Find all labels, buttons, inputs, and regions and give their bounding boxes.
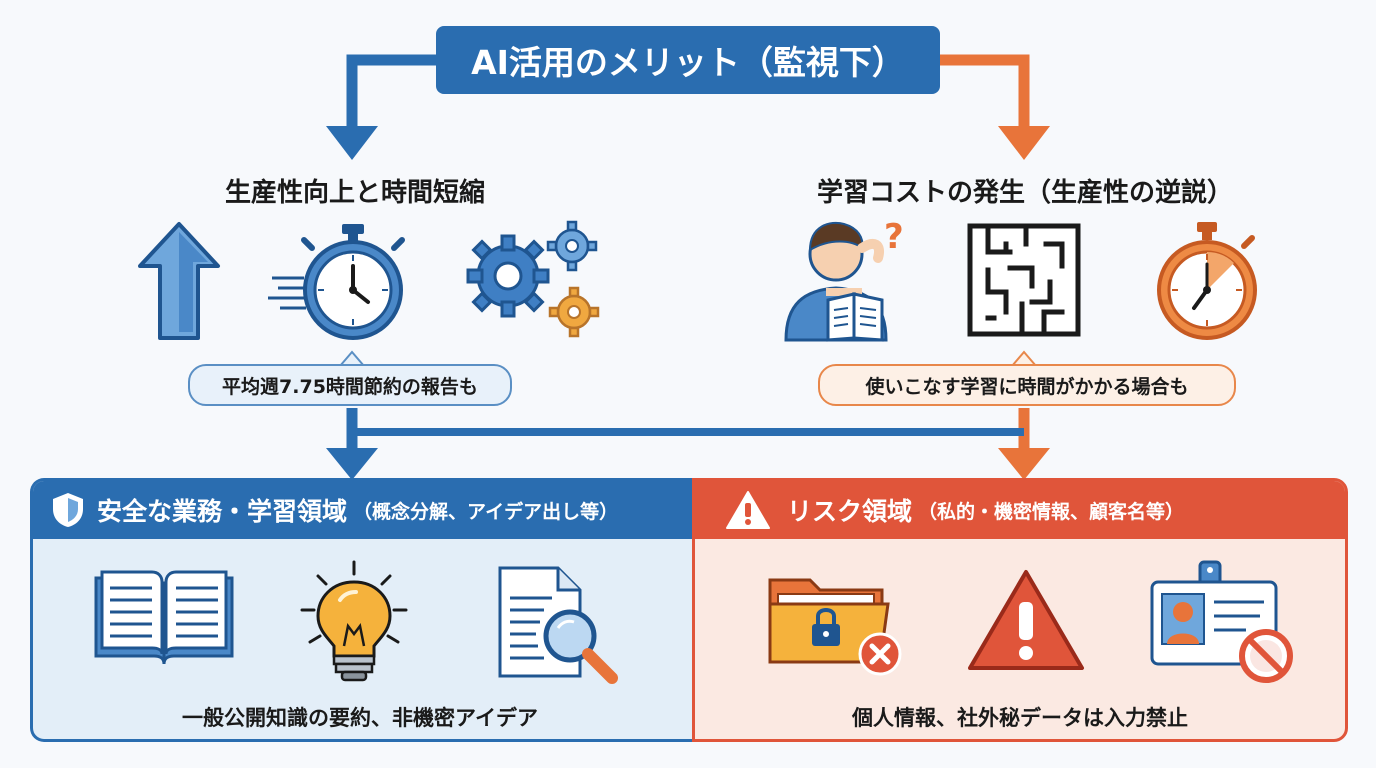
timer-icon [1157,222,1257,340]
right-bottom-arrowhead [998,448,1050,480]
right-top-arrowhead [998,126,1050,160]
risk-panel-subtitle: （私的・機密情報、顧客名等） [918,500,1185,523]
title-box: AI活用のメリット（監視下） [436,26,940,94]
svg-text:?: ? [884,217,904,257]
confused-reader-icon: ? [784,217,904,342]
id-badge-prohibited-icon [1150,560,1293,683]
left-bottom-arrowhead [326,448,378,480]
title-text: AI活用のメリット（監視下） [471,43,905,82]
risk-panel-header: リスク領域 （私的・機密情報、顧客名等） [695,481,1345,539]
document-search-icon [498,566,618,684]
safe-panel-caption: 一般公開知識の要約、非機密アイデア [182,706,538,730]
gears-icon [466,220,600,338]
warning-icon [726,491,770,529]
up-arrow-icon [138,222,220,340]
left-callout: 平均週7.75時間節約の報告も [188,364,512,406]
left-top-arrowhead [326,126,378,160]
right-heading: 学習コストの発生（生産性の逆説） [816,178,1233,208]
open-book-icon [94,570,234,665]
lightbulb-icon [300,560,408,682]
safe-panel-header: 安全な業務・学習領域 （概念分解、アイデア出し等） [33,481,692,539]
safe-panel-subtitle: （概念分解、アイデア出し等） [353,500,619,523]
right-top-arrow [936,54,1030,128]
locked-folder-icon [768,578,902,676]
shield-icon [53,493,83,527]
warning-triangle-icon [968,570,1084,670]
stopwatch-icon [268,224,405,340]
safe-panel-title: 安全な業務・学習領域 [97,497,348,526]
risk-panel-caption: 個人情報、社外秘データは入力禁止 [852,706,1188,730]
right-callout: 使いこなす学習に時間がかかる場合も [818,364,1236,406]
maze-icon [967,223,1081,337]
left-top-arrow [346,54,440,128]
risk-panel-title: リスク領域 [787,497,913,526]
left-heading: 生産性向上と時間短縮 [224,178,485,208]
